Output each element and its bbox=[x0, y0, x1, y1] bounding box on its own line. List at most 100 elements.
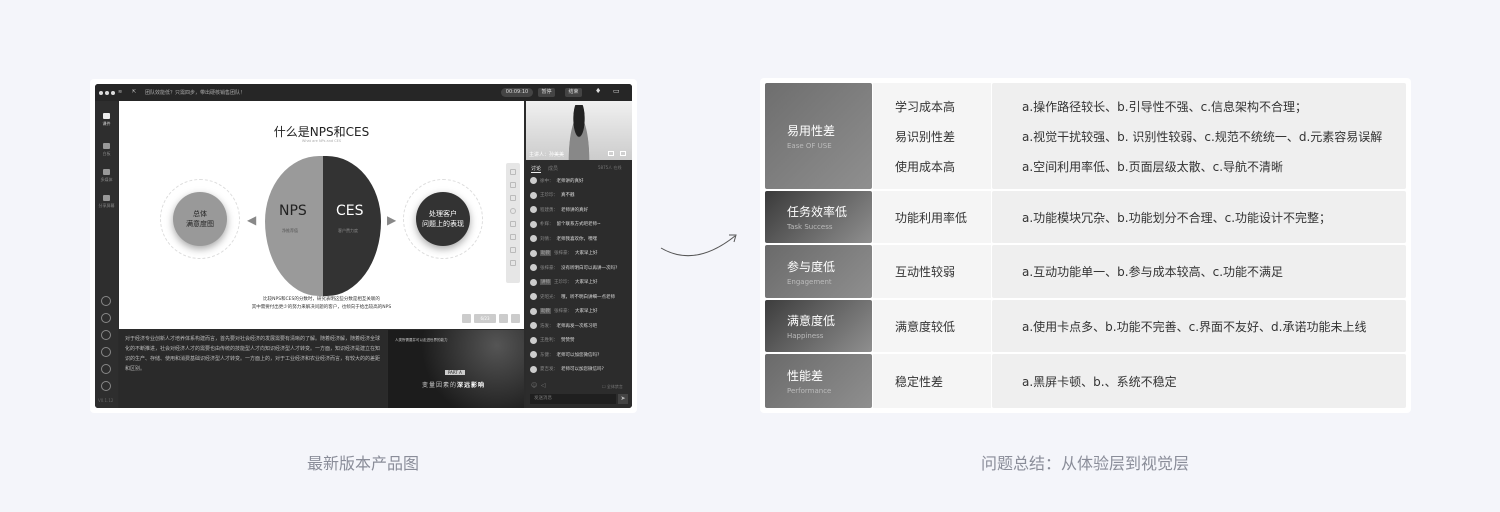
category-title: 满意度低 bbox=[787, 314, 836, 328]
lecture-notes: 对于经济专业创新人才培养体系构建而言，首先要对社会经济的发展需要有清晰的了解。随… bbox=[119, 330, 387, 408]
timer-icon[interactable] bbox=[101, 313, 111, 323]
pointer-tool-icon[interactable] bbox=[510, 169, 516, 175]
circle-tool-icon[interactable] bbox=[510, 208, 516, 214]
category-en: Engagement bbox=[787, 277, 832, 286]
pip-icon[interactable] bbox=[608, 151, 614, 156]
category-title: 性能差 bbox=[787, 369, 824, 383]
sender-name: 东健： bbox=[540, 352, 554, 358]
right-ring bbox=[403, 179, 483, 259]
issue-detail: a.操作路径较长、b.引导性不强、c.信息架构不合理； bbox=[1022, 99, 1308, 114]
sidebar: 课件 白板 多媒体 分享屏幕 V0.1.12 bbox=[95, 101, 118, 408]
preview-title-bold: 深远影响 bbox=[457, 382, 486, 389]
mute-all-checkbox[interactable]: ☐ 全体禁言 bbox=[602, 384, 623, 389]
sidebar-item-share-screen[interactable]: 分享屏幕 bbox=[98, 195, 115, 209]
sidebar-item-whiteboard[interactable]: 白板 bbox=[98, 143, 115, 157]
delete-tool-icon[interactable] bbox=[510, 260, 516, 266]
message-text: 没有听明白可以再讲一次吗? bbox=[561, 265, 618, 271]
chat-message: 夏吉发：老师可以加您微信吗? bbox=[530, 365, 604, 373]
eraser-tool-icon[interactable] bbox=[510, 247, 516, 253]
detail-cell: a.使用卡点多、b.功能不完善、c.界面不友好、d.承诺功能未上线 bbox=[992, 300, 1406, 352]
share-icon: ⇱ bbox=[132, 89, 137, 95]
chat-message: 史昭光：哦，听不明白讲细一点老师 bbox=[530, 293, 615, 300]
detail-cell: a.黑屏卡顿、b.、系统不稳定 bbox=[992, 354, 1406, 408]
chat-input[interactable]: 发送消息 bbox=[530, 394, 616, 404]
camera-icon[interactable]: ▭ bbox=[613, 87, 620, 95]
issue-cell: 满意度较低 bbox=[873, 300, 991, 352]
fullscreen-icon[interactable] bbox=[620, 151, 626, 156]
issue-name: 使用成本高 bbox=[895, 159, 956, 174]
chat-message: 讲师王珍珍：大家早上好 bbox=[530, 278, 598, 286]
arrow-left-icon: ◀ bbox=[247, 213, 257, 227]
chat-message: 徐中：老师讲的真好 bbox=[530, 177, 584, 184]
wifi-icon: ≋ bbox=[118, 89, 123, 95]
tab-members[interactable]: 成员 bbox=[548, 166, 559, 172]
preview-badge: PART A bbox=[445, 370, 465, 375]
avatar bbox=[530, 307, 537, 315]
chat-message: 浩发：老师再发一次练习吧 bbox=[530, 322, 597, 329]
chat-message: 助教张梓豪：大家早上好 bbox=[530, 307, 598, 315]
sidebar-item-media[interactable]: 多媒体 bbox=[98, 169, 115, 183]
eraser-icon[interactable] bbox=[101, 296, 111, 306]
tab-discussion[interactable]: 讨论 bbox=[531, 166, 542, 173]
message-text: 哦，听不明白讲细一点老师 bbox=[561, 294, 615, 300]
detail-cell: a.互动功能单一、b.参与成本较高、c.功能不满足 bbox=[992, 245, 1406, 298]
prev-page-button[interactable] bbox=[462, 314, 471, 323]
message-text: 老师可以加您微信吗? bbox=[561, 367, 604, 372]
avatar bbox=[530, 278, 537, 286]
top-bar: ≋ ⇱ 团队效能低？只需四步，带出硬核销售团队！ 00:09:10 暂停 结束 … bbox=[95, 84, 632, 101]
calendar-icon[interactable] bbox=[101, 347, 111, 357]
message-text: 老师讲的真好 bbox=[561, 207, 588, 213]
category-title: 参与度低 bbox=[787, 259, 836, 274]
message-text: 赞赞赞 bbox=[561, 338, 575, 343]
category-en: Ease OF USE bbox=[787, 142, 832, 150]
sound-icon[interactable]: ◁ bbox=[541, 382, 546, 389]
microphone-icon[interactable]: ♦ bbox=[595, 87, 602, 95]
chat-message: 王胜利：赞赞赞 bbox=[530, 336, 575, 344]
window-dot[interactable] bbox=[111, 91, 115, 95]
presenter-video: 主讲人：孙美美 bbox=[526, 101, 632, 160]
chat-panel: 讨论 成员 5875人 在线 徐中：老师讲的真好王珍珍：真不戳程建勇：老师讲的真… bbox=[526, 160, 632, 408]
issue-detail: a.黑屏卡顿、b.、系统不稳定 bbox=[1022, 374, 1177, 389]
sidebar-item-courseware[interactable]: 课件 bbox=[98, 113, 115, 127]
pen-tool-icon[interactable] bbox=[510, 182, 516, 188]
pause-button[interactable]: 暂停 bbox=[538, 88, 555, 97]
group-icon[interactable] bbox=[101, 330, 111, 340]
class-title: 团队效能低？只需四步，带出硬核销售团队！ bbox=[145, 90, 246, 96]
folder-icon bbox=[103, 113, 110, 119]
avatar bbox=[530, 177, 537, 184]
role-badge: 助教 bbox=[540, 308, 551, 314]
right-caption: 问题总结：从体验层到视觉层 bbox=[980, 454, 1189, 473]
live-class-app: ≋ ⇱ 团队效能低？只需四步，带出硬核销售团队！ 00:09:10 暂停 结束 … bbox=[95, 84, 632, 408]
category-cell: 参与度低 Engagement bbox=[765, 245, 872, 298]
send-icon[interactable]: ➤ bbox=[618, 394, 628, 404]
settings-icon[interactable] bbox=[101, 381, 111, 391]
avatar bbox=[530, 235, 537, 242]
emoji-icon[interactable]: ☺ bbox=[531, 382, 538, 389]
next-page-button[interactable] bbox=[499, 314, 508, 323]
end-button[interactable]: 结束 bbox=[565, 88, 582, 97]
screen-share-icon bbox=[103, 195, 110, 201]
sender-name: 夏吉发： bbox=[540, 367, 558, 372]
window-dot[interactable] bbox=[105, 91, 109, 95]
message-text: 大家早上好 bbox=[575, 309, 598, 314]
whiteboard-icon bbox=[103, 143, 110, 149]
edit-icon[interactable] bbox=[101, 364, 111, 374]
line-tool-icon[interactable] bbox=[510, 221, 516, 227]
left-caption: 最新版本产品图 bbox=[306, 454, 419, 473]
next-slide-preview[interactable]: 人类所需要并可以走进世界的能力 PART A 变量因素的深远影响 bbox=[388, 330, 524, 408]
rectangle-tool-icon[interactable] bbox=[510, 195, 516, 201]
text-tool-icon[interactable] bbox=[510, 234, 516, 240]
issue-name: 学习成本高 bbox=[895, 99, 956, 114]
issue-cell: 功能利用率低 bbox=[873, 191, 991, 243]
timer: 00:09:10 bbox=[501, 88, 533, 97]
category-en: Task Success bbox=[787, 223, 833, 231]
issue-name: 稳定性差 bbox=[895, 374, 944, 389]
online-count: 5875人 在线 bbox=[598, 165, 622, 170]
role-badge: 讲师 bbox=[540, 279, 551, 285]
grid-view-button[interactable] bbox=[511, 314, 520, 323]
preview-title: 变量因素的 bbox=[422, 382, 458, 389]
message-text: 老师讲的真好 bbox=[556, 178, 584, 184]
window-dot[interactable] bbox=[99, 91, 103, 95]
